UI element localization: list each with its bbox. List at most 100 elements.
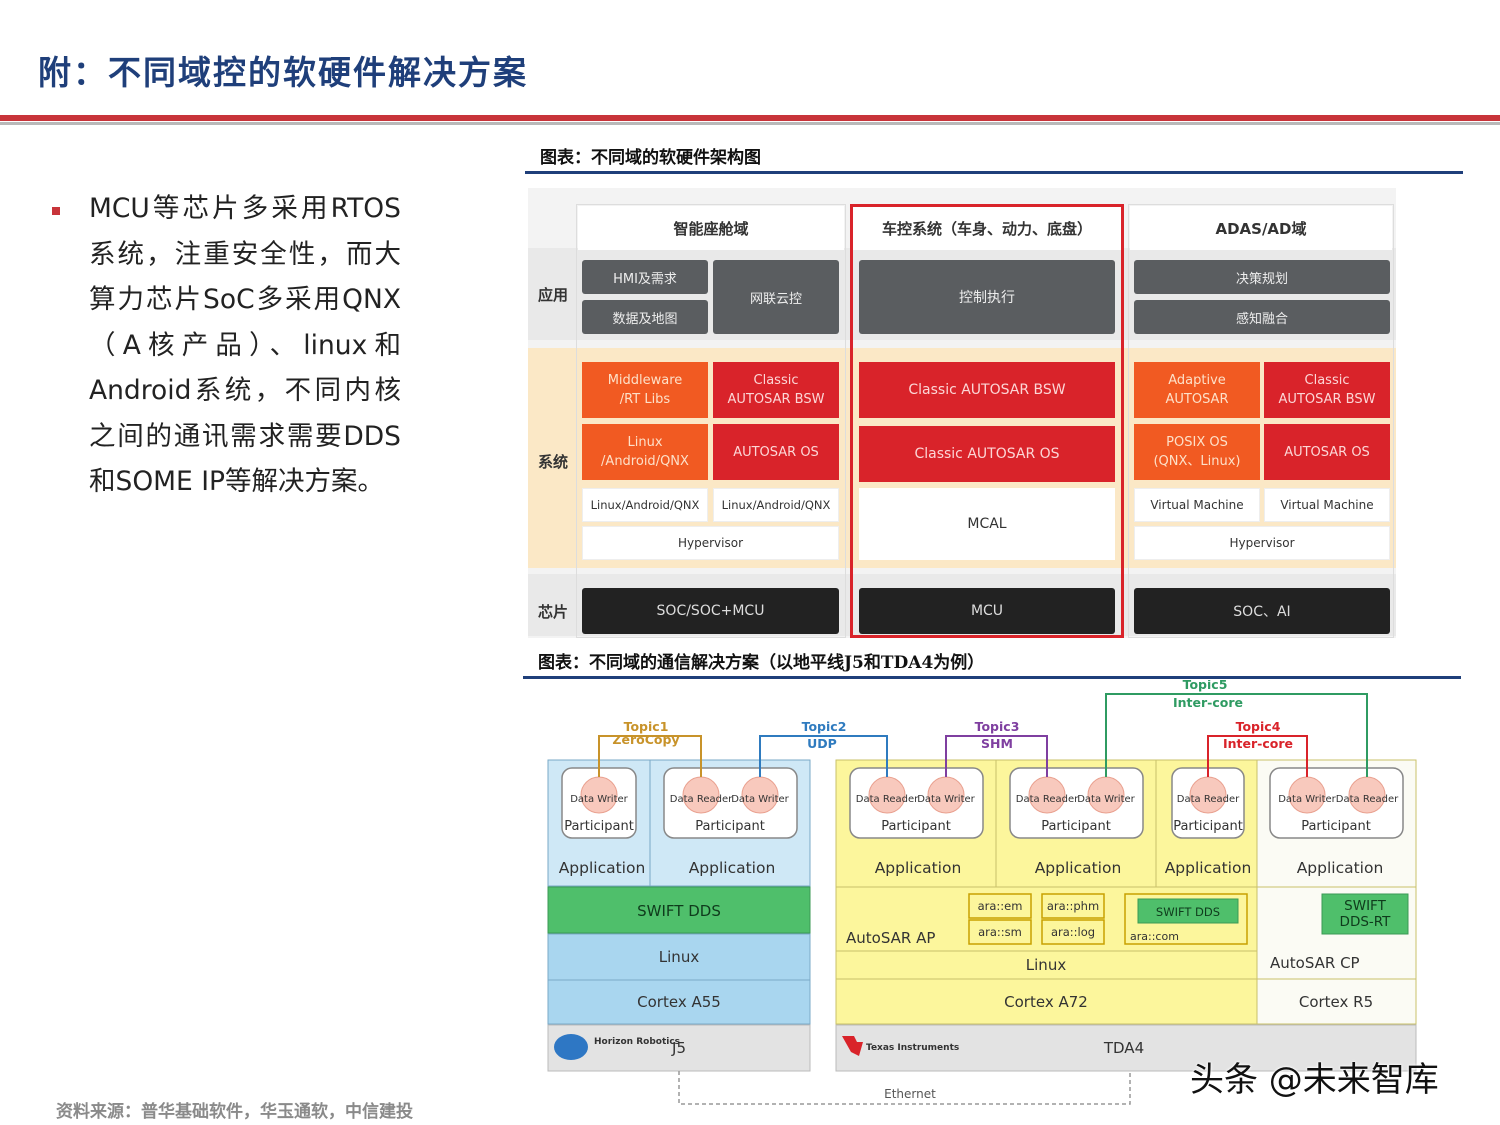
caption-rule-2 — [523, 676, 1461, 679]
j5-dds-label: SWIFT DDS — [637, 902, 721, 920]
topic4-link — [1207, 735, 1308, 777]
data-writer-label: Data Writer — [731, 794, 789, 805]
caption-rule-1 — [525, 171, 1463, 174]
application-label: Application — [559, 859, 646, 877]
data-writer-label: Data Writer — [570, 794, 628, 805]
adas-posix-os: POSIX OS (QNX、Linux) — [1134, 424, 1260, 480]
ara-phm-label: ara::phm — [1047, 899, 1099, 913]
tda4-chip-layer — [835, 1024, 1417, 1072]
ara-sm-label: ara::sm — [978, 925, 1022, 939]
bullet-text: MCU等芯片多采用RTOS系统，注重安全性，而大算力芯片SoC多采用QNX（A核… — [89, 193, 401, 497]
title-divider-shadow — [0, 122, 1500, 125]
j5-linux-layer — [547, 933, 811, 981]
j5-cpu-label: Cortex A55 — [637, 993, 721, 1011]
topic1-label: Topic1 — [624, 719, 669, 734]
data-writer-label: Data Writer — [917, 794, 975, 805]
ethernet-label: Ethernet — [884, 1087, 936, 1101]
cockpit-header: 智能座舱域 — [578, 206, 844, 250]
ethernet-link — [678, 1071, 1131, 1105]
cockpit-app-map: 数据及地图 — [582, 300, 708, 334]
cockpit-app-cloud: 网联云控 — [713, 260, 839, 334]
autosar-cp-label: AutoSAR CP — [1270, 954, 1360, 972]
topic5-sub: Inter-core — [1173, 695, 1243, 710]
ara-log-label: ara::log — [1051, 925, 1095, 939]
participant-label: Participant — [564, 819, 634, 834]
tda4-cpu-r-label: Cortex R5 — [1299, 993, 1373, 1011]
cockpit-app-hmi: HMI及需求 — [582, 260, 708, 294]
topic1-link — [598, 735, 702, 777]
tda4-linux-layer — [835, 950, 1258, 980]
application-label: Application — [689, 859, 776, 877]
tda4-cpu-r-layer — [1256, 978, 1417, 1025]
figure-caption-2: 图表：不同域的通信解决方案（以地平线J5和TDA4为例） — [538, 653, 985, 673]
application-label: Application — [1165, 859, 1252, 877]
cockpit-column — [576, 204, 846, 638]
cockpit-autosar-os: AUTOSAR OS — [713, 424, 839, 480]
tda4-linux-label: Linux — [1026, 956, 1067, 974]
data-reader-label: Data Reader — [1016, 794, 1079, 805]
vehicle-mcal: MCAL — [859, 488, 1115, 560]
cockpit-linux-os: Linux /Android/QNX — [582, 424, 708, 480]
tda4-dds-rt-label-wrap: SWIFT DDS-RT — [1339, 898, 1391, 930]
bullet-square-icon — [52, 207, 60, 215]
j5-linux-label: Linux — [659, 948, 700, 966]
tda4-dds-box — [1137, 898, 1239, 924]
tda4-dds-rt-box — [1321, 893, 1409, 935]
vehicle-header: 车控系统（车身、动力、底盘） — [853, 207, 1121, 250]
tda4-dds-label: SWIFT DDS — [1156, 905, 1220, 919]
cockpit-vm-1: Linux/Android/QNX — [582, 488, 708, 522]
row-label-app: 应用 — [537, 285, 568, 304]
adas-header: ADAS/AD域 — [1130, 206, 1392, 250]
communication-figure: Topic1 ZeroCopy Topic2 UDP Topic3 SHM To… — [547, 680, 1417, 1105]
topic5-label: Topic5 — [1183, 680, 1228, 692]
ti-logo-text: Texas Instruments — [866, 1043, 959, 1053]
application-label: Application — [1297, 859, 1384, 877]
adas-column — [1128, 204, 1394, 638]
ti-logo-icon — [842, 1036, 863, 1056]
application-label: Application — [1035, 859, 1122, 877]
horizon-logo-text: Horizon Robotics — [594, 1037, 680, 1047]
adas-autosar-os: AUTOSAR OS — [1264, 424, 1390, 480]
topic2-sub: UDP — [807, 736, 837, 751]
vehicle-chip: MCU — [859, 588, 1115, 634]
vehicle-column — [850, 204, 1124, 638]
vehicle-app-control: 控制执行 — [859, 260, 1115, 334]
watermark: 头条 @未来智库 — [1190, 1060, 1439, 1100]
adas-classic-bsw: Classic AUTOSAR BSW — [1264, 362, 1390, 418]
cockpit-middleware: Middleware /RT Libs — [582, 362, 708, 418]
vehicle-classic-bsw: Classic AUTOSAR BSW — [859, 362, 1115, 418]
adas-hypervisor: Hypervisor — [1134, 526, 1390, 560]
topic3-label: Topic3 — [975, 719, 1020, 734]
adas-app-perception: 感知融合 — [1134, 300, 1390, 334]
participant-label: Participant — [881, 819, 951, 834]
row-label-sys: 系统 — [537, 452, 568, 471]
cockpit-hypervisor: Hypervisor — [582, 526, 839, 560]
j5-dds-layer — [547, 886, 811, 934]
source-note: 资料来源：普华基础软件，华玉通软，中信建投 — [56, 1102, 413, 1122]
tda4-cpu-a-label: Cortex A72 — [1004, 993, 1088, 1011]
adas-app-planning: 决策规划 — [1134, 260, 1390, 294]
topic5-link — [1105, 693, 1368, 777]
tda4-dds-rt-label: SWIFT DDS-RT — [1339, 898, 1391, 930]
adas-chip: SOC、AI — [1134, 588, 1390, 634]
architecture-figure: 应用 系统 芯片 智能座舱域 车控系统（车身、动力、底盘） ADAS/AD域 H… — [528, 188, 1396, 638]
topic2-label: Topic2 — [802, 719, 847, 734]
data-reader-label: Data Reader — [1177, 794, 1240, 805]
cockpit-vm-2: Linux/Android/QNX — [713, 488, 839, 522]
figure-caption-1: 图表：不同域的软硬件架构图 — [540, 148, 761, 168]
data-writer-label: Data Writer — [1077, 794, 1135, 805]
data-writer-label: Data Writer — [1278, 794, 1336, 805]
vehicle-classic-os: Classic AUTOSAR OS — [859, 426, 1115, 482]
application-label: Application — [875, 859, 962, 877]
topic4-label: Topic4 — [1236, 719, 1281, 734]
title-divider — [0, 115, 1500, 121]
adas-vm-1: Virtual Machine — [1134, 488, 1260, 522]
participant-label: Participant — [1173, 819, 1243, 834]
topic3-sub: SHM — [981, 736, 1013, 751]
data-reader-label: Data Reader — [670, 794, 733, 805]
autosar-ap-label: AutoSAR AP — [846, 929, 935, 947]
page-title: 附：不同域控的软硬件解决方案 — [38, 53, 528, 92]
j5-chip-layer — [547, 1024, 811, 1072]
data-reader-label: Data Reader — [1336, 794, 1399, 805]
participant-label: Participant — [1041, 819, 1111, 834]
